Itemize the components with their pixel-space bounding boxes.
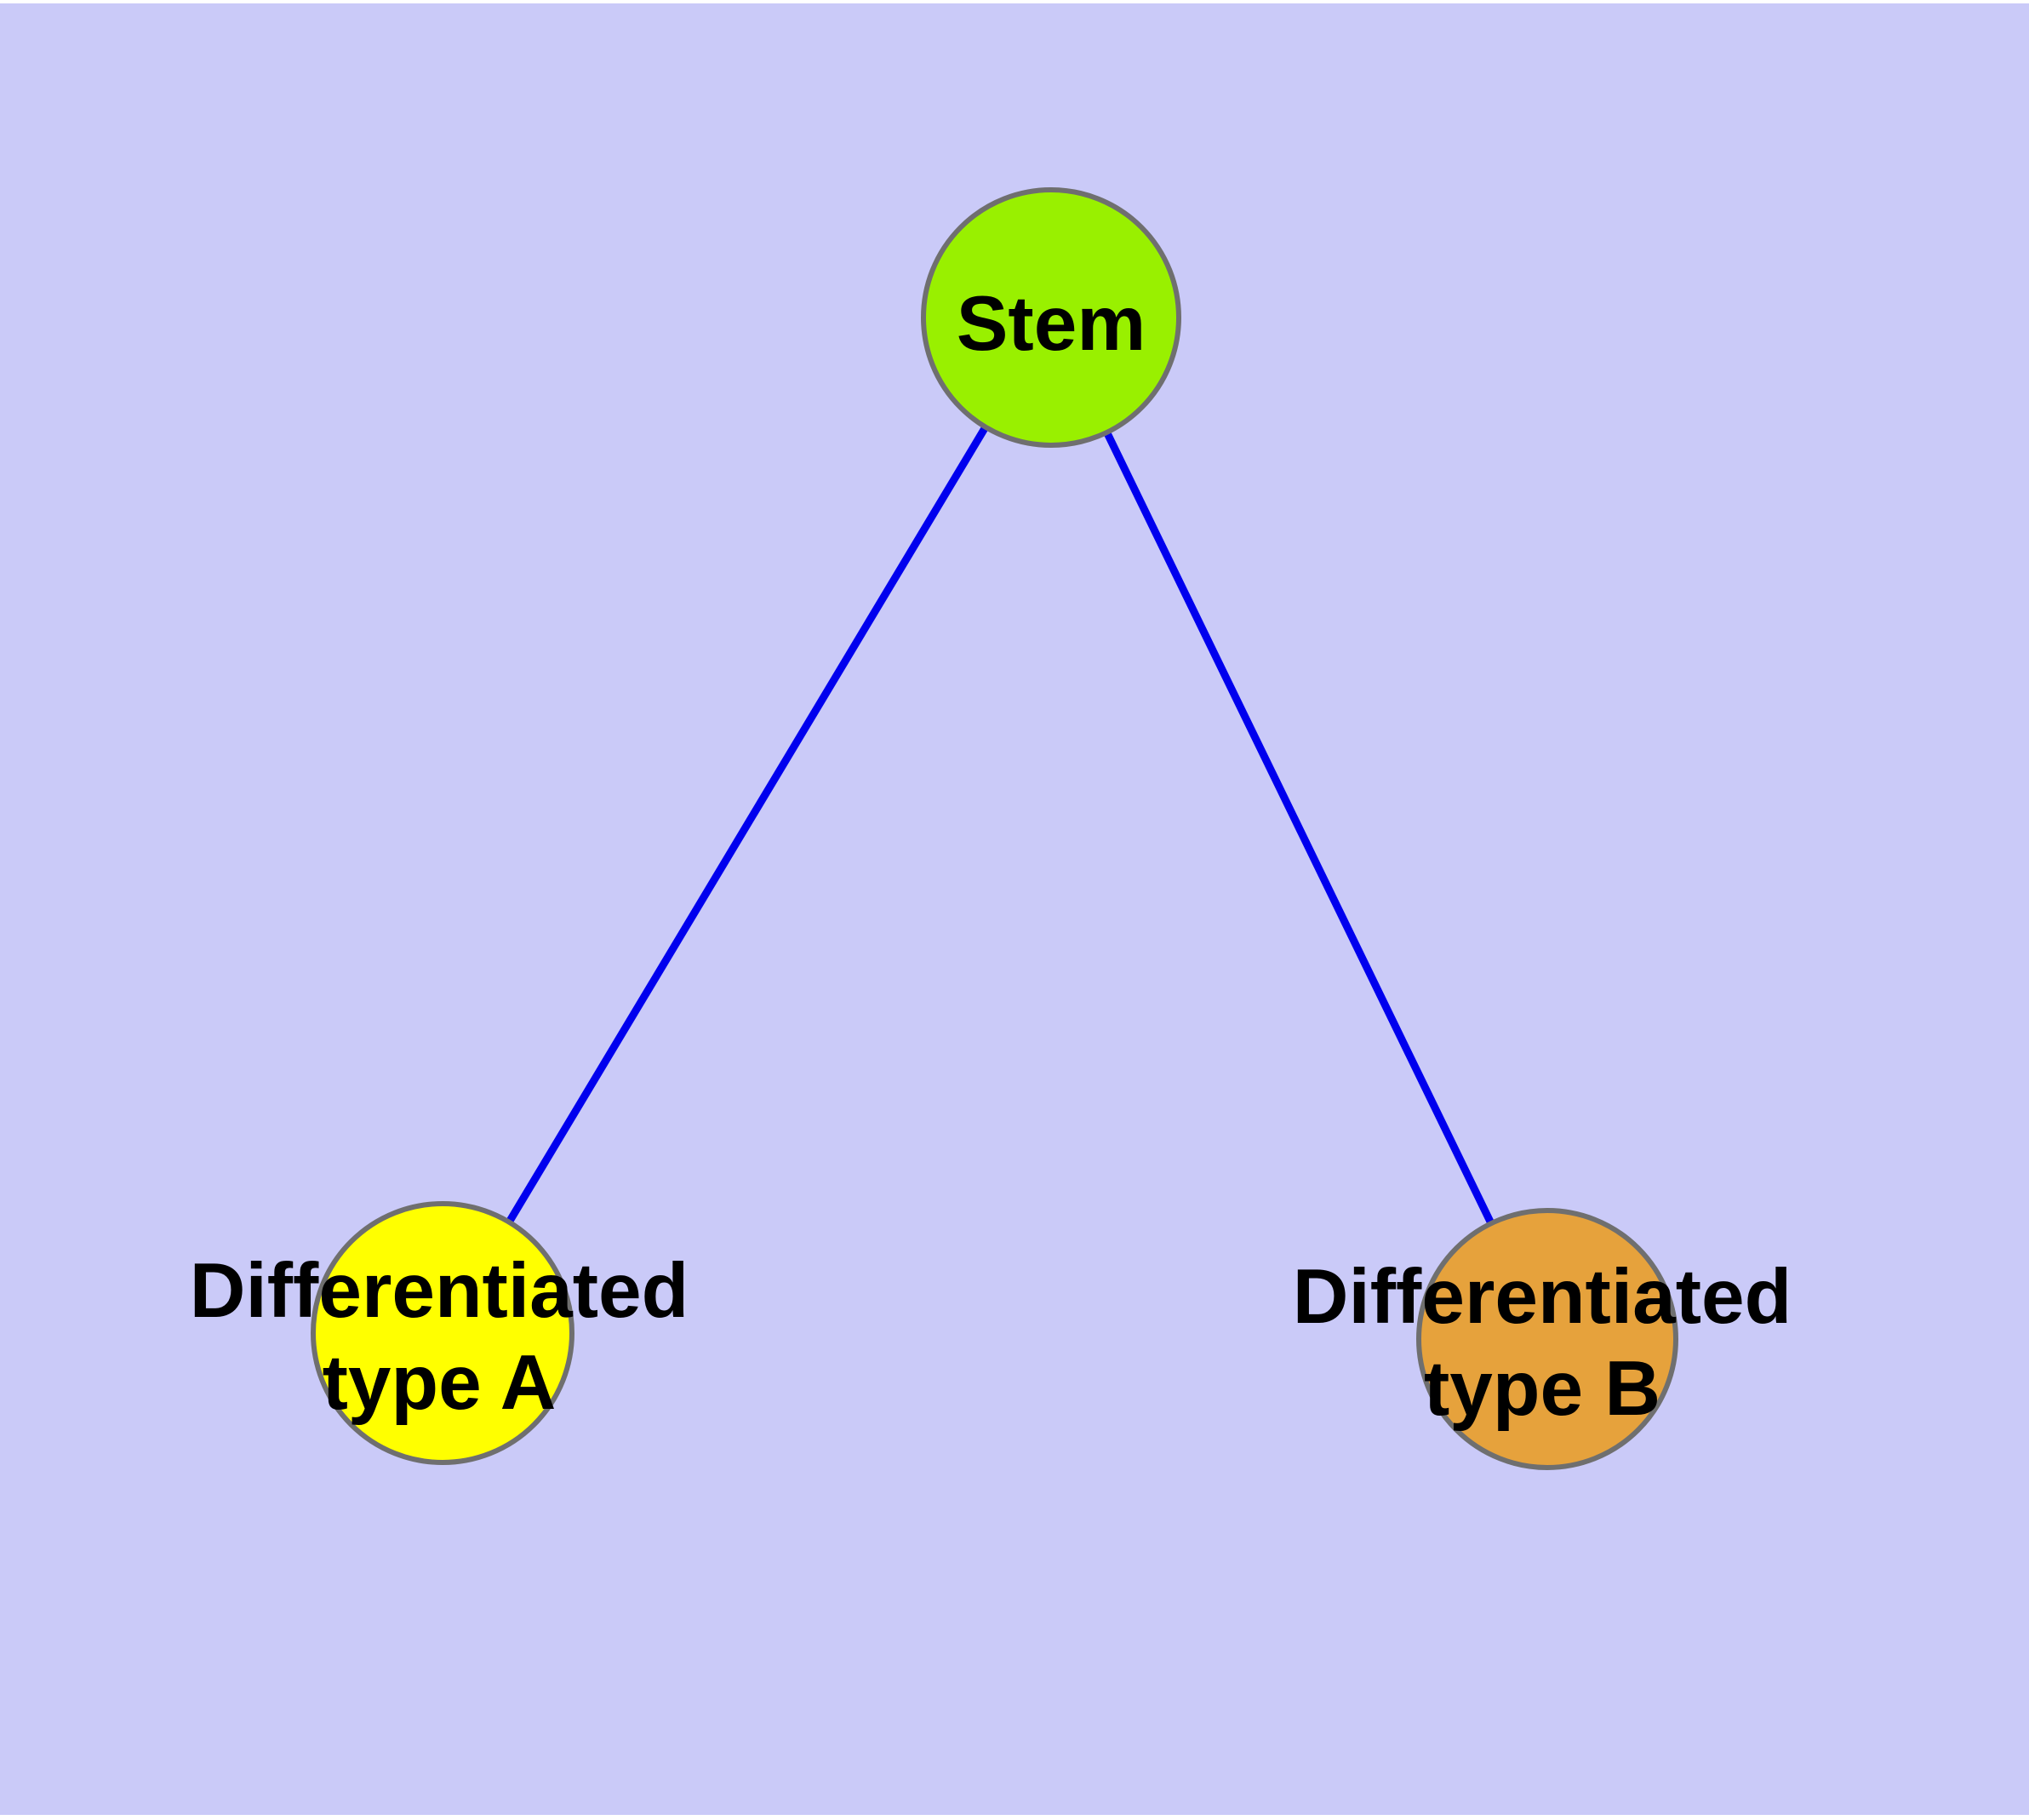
edge-stem-to-type-b	[1047, 316, 1552, 1341]
type-a-node-label-line1: Differentiated	[190, 1248, 689, 1334]
edge-stem-to-type-a	[439, 315, 1055, 1336]
type-a-node-circle	[311, 1201, 574, 1465]
type-b-node-label-line2: type B	[1424, 1346, 1660, 1432]
stem-node-circle	[921, 187, 1181, 448]
type-b-node-label-line1: Differentiated	[1293, 1254, 1792, 1340]
stem-node-label: Stem	[957, 281, 1146, 367]
type-b-node-circle	[1416, 1208, 1678, 1470]
type-a-node-label-line2: type A	[323, 1340, 557, 1426]
